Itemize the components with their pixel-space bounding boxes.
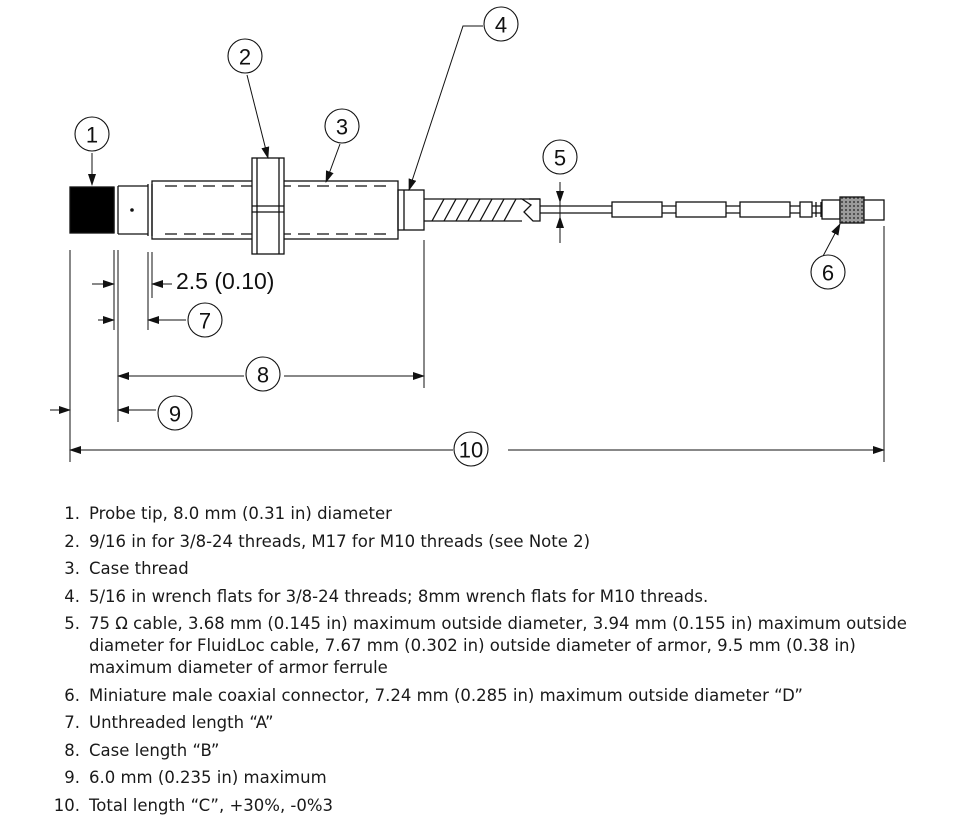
note-text: 9/16 in for 3/8-24 threads, M17 for M10 … bbox=[89, 531, 591, 551]
note-text: Case thread bbox=[89, 559, 189, 578]
wrench-flats bbox=[397, 189, 425, 231]
extension-lines bbox=[69, 192, 885, 462]
callout-1 bbox=[74, 116, 110, 152]
note-text: 6.0 mm (0.235 in) maximum bbox=[89, 768, 327, 787]
callout-label-9: 9 bbox=[169, 402, 181, 427]
callout-7 bbox=[187, 302, 223, 338]
callout-label-4: 4 bbox=[495, 13, 507, 38]
note-text: 75 Ω cable, 3.68 mm (0.145 in) maximum o… bbox=[89, 614, 907, 677]
note-text: Probe tip, 8.0 mm (0.31 in) diameter bbox=[89, 504, 392, 523]
dimension-label: 2.5 (0.10) bbox=[176, 268, 274, 294]
note-item: 6. Miniature male coaxial connector, 7.24… bbox=[0, 685, 958, 707]
callouts bbox=[74, 6, 846, 467]
note-item: 10. Total length “C”, +30%, -0%3 bbox=[0, 795, 958, 817]
notes-list: 1. Probe tip, 8.0 mm (0.31 in) diameter 2… bbox=[0, 503, 958, 822]
coax-cable bbox=[540, 199, 841, 220]
note-item: 1. Probe tip, 8.0 mm (0.31 in) diameter bbox=[0, 503, 958, 525]
note-number: 1. bbox=[64, 504, 80, 523]
note-item: 2. 9/16 in for 3/8-24 threads, M17 for M1… bbox=[0, 531, 958, 553]
note-text: Miniature male coaxial connector, 7.24 m… bbox=[89, 685, 803, 705]
probe-body bbox=[69, 157, 885, 255]
note-number: 9. bbox=[64, 768, 80, 787]
coax-connector bbox=[839, 196, 865, 224]
callout-label-10: 10 bbox=[459, 438, 483, 463]
note-number: 4. bbox=[64, 586, 80, 606]
callout-label-2: 2 bbox=[239, 45, 251, 70]
note-item: 5. 75 Ω cable, 3.68 mm (0.145 in) maximum… bbox=[0, 613, 958, 679]
callout-3 bbox=[324, 108, 360, 144]
note-item: 3. Case thread bbox=[0, 558, 958, 580]
note-item: 4. 5/16 in wrench flats for 3/8-24 thread… bbox=[0, 586, 958, 608]
callout-10 bbox=[453, 431, 489, 467]
note-number: 2. bbox=[64, 531, 80, 551]
armored-cable bbox=[424, 198, 541, 222]
note-number: 10. bbox=[53, 795, 80, 815]
callout-6 bbox=[810, 254, 846, 290]
note-text: Case length “B” bbox=[89, 740, 220, 760]
callout-2 bbox=[227, 38, 263, 74]
probe-drawing: 1 2 3 4 5 6 7 8 9 10 2.5 (0.10) bbox=[50, 6, 885, 467]
note-text: 5/16 in wrench flats for 3/8-24 threads;… bbox=[89, 586, 709, 606]
probe-tip bbox=[69, 186, 115, 234]
note-item: 7. Unthreaded length “A” bbox=[0, 712, 958, 734]
callout-label-3: 3 bbox=[336, 115, 348, 140]
note-number: 8. bbox=[64, 740, 80, 760]
callout-4 bbox=[483, 6, 519, 42]
note-number: 7. bbox=[64, 713, 80, 732]
callout-label-5: 5 bbox=[554, 146, 566, 171]
leader-lines bbox=[88, 25, 841, 259]
note-text: Unthreaded length “A” bbox=[89, 713, 274, 732]
callout-label-6: 6 bbox=[822, 261, 834, 286]
callout-label-1: 1 bbox=[86, 123, 98, 148]
note-number: 6. bbox=[64, 685, 80, 705]
note-item: 8. Case length “B” bbox=[0, 740, 958, 762]
callout-8 bbox=[245, 356, 281, 392]
note-item: 9. 6.0 mm (0.235 in) maximum bbox=[0, 767, 958, 789]
callout-5 bbox=[542, 139, 578, 175]
callout-label-7: 7 bbox=[199, 309, 211, 334]
dimension-lines bbox=[50, 182, 885, 454]
note-number: 3. bbox=[64, 559, 80, 578]
callout-label-8: 8 bbox=[257, 363, 269, 388]
note-number: 5. bbox=[64, 614, 80, 633]
note-text: Total length “C”, +30%, -0%3 bbox=[89, 795, 334, 815]
callout-9 bbox=[157, 395, 193, 431]
